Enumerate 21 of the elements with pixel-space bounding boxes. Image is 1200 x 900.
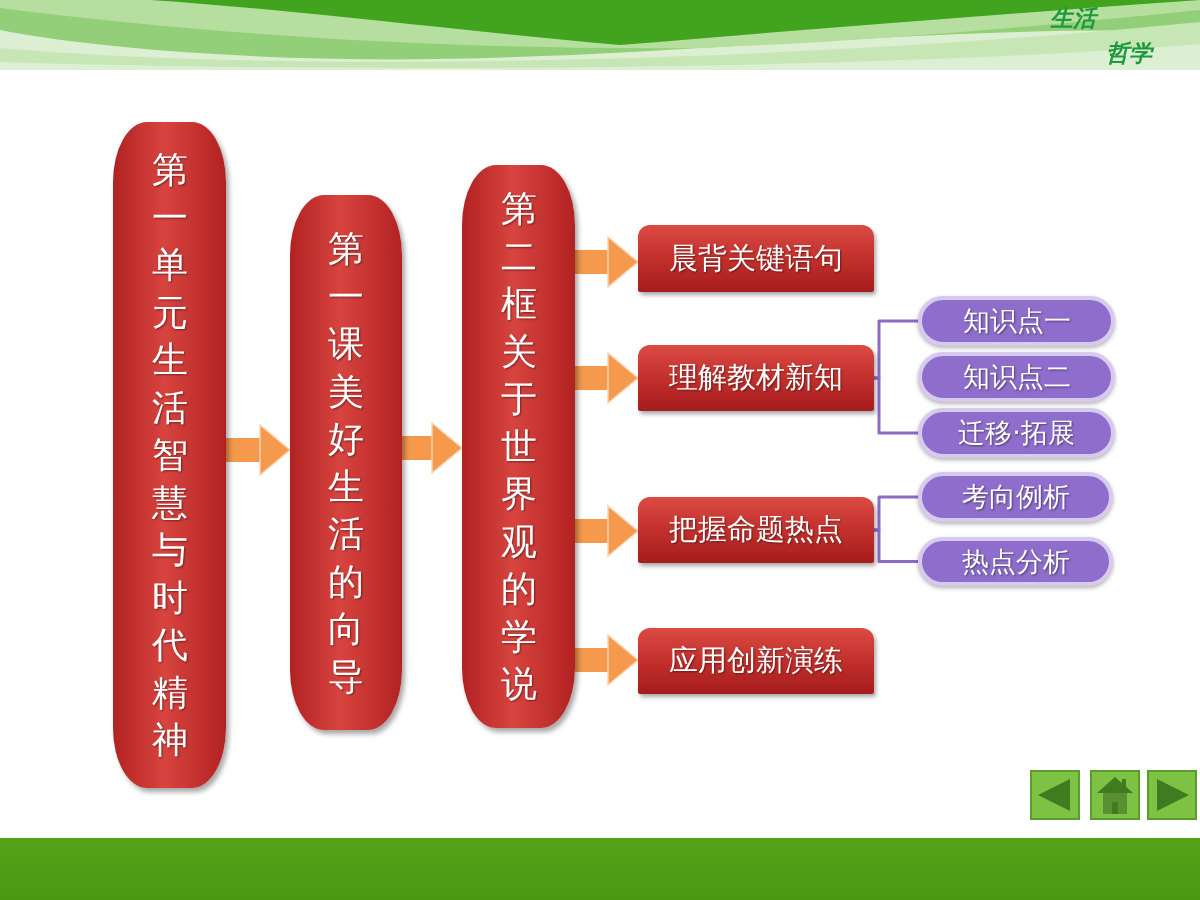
pill-box: 知识点二 xyxy=(918,352,1115,402)
block-arrow xyxy=(575,505,639,557)
block-arrow xyxy=(575,236,639,288)
pill-box: 知识点一 xyxy=(918,296,1115,346)
pill-box: 迁移·拓展 xyxy=(918,408,1115,458)
bracket-line xyxy=(874,376,918,435)
bracket-line xyxy=(874,528,918,563)
process-box: 应用创新演练 xyxy=(638,628,874,694)
process-box: 理解教材新知 xyxy=(638,345,874,411)
header-text: 哲学 xyxy=(1106,41,1152,64)
block-arrow xyxy=(575,352,639,404)
block-arrow xyxy=(575,634,639,686)
vertical-banner: 第一课美好生活的向导 xyxy=(290,195,402,730)
process-box: 晨背关键语句 xyxy=(638,225,874,292)
block-arrow xyxy=(402,422,463,474)
process-box: 把握命题热点 xyxy=(638,497,874,563)
pill-box: 热点分析 xyxy=(918,537,1113,586)
vertical-banner: 第二框关于世界观的学说 xyxy=(462,165,575,728)
vertical-banner: 第一单元生活智慧与时代精神 xyxy=(113,122,226,788)
pill-box: 考向例析 xyxy=(918,472,1113,522)
block-arrow xyxy=(226,424,291,476)
